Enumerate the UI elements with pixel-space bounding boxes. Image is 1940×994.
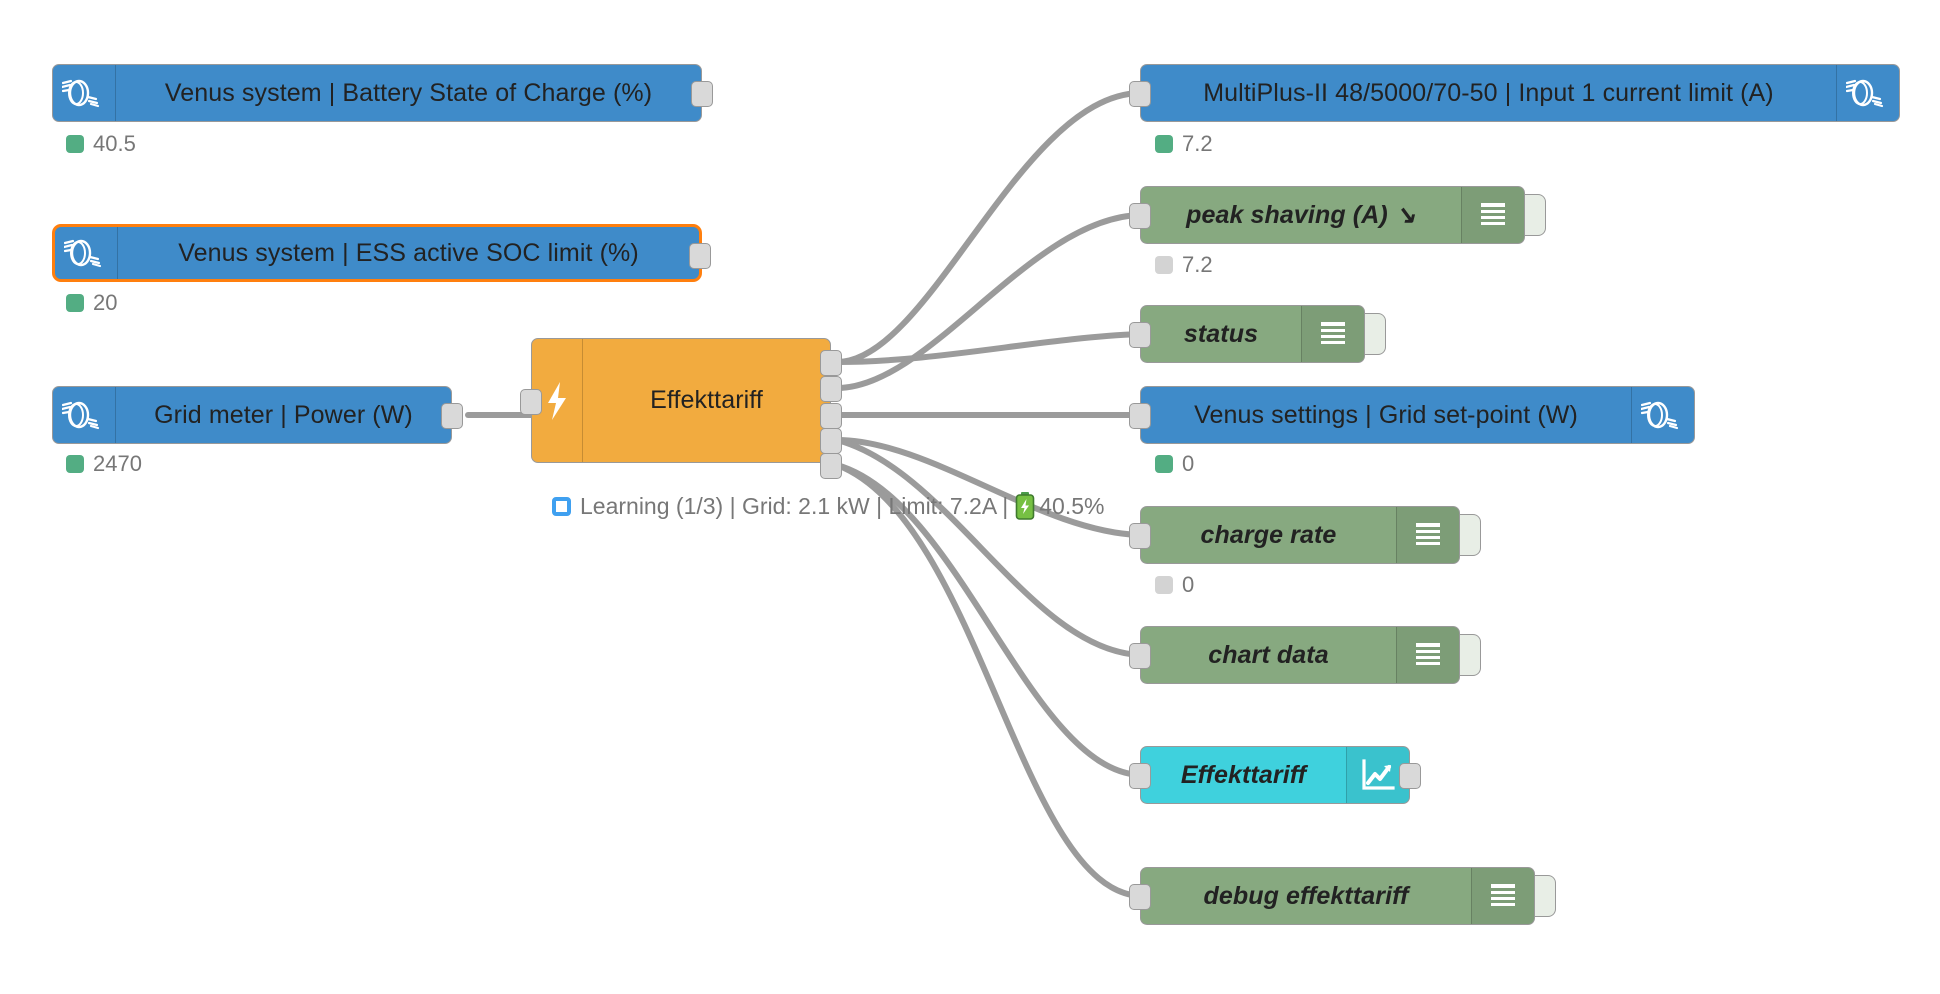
- victron-logo-icon: [1846, 79, 1884, 108]
- output-port-1[interactable]: [820, 376, 842, 402]
- battery-icon: [1015, 492, 1035, 520]
- input-port[interactable]: [1129, 203, 1151, 229]
- victron-logo-icon: [1641, 401, 1679, 430]
- victron-logo-icon: [1836, 65, 1899, 121]
- blue-square-icon: [552, 496, 571, 516]
- node-status-grid-setpoint: 0: [1155, 451, 1194, 477]
- victron-logo-icon: [1631, 387, 1694, 443]
- chart-trending-up-icon: [1362, 759, 1395, 790]
- node-status-battery-soc: 40.5: [66, 131, 136, 157]
- status-text: 40.5: [93, 131, 136, 156]
- input-port[interactable]: [1129, 403, 1151, 429]
- wire-out3-to-charge-rate: [834, 437, 1143, 538]
- node-status-effekttariff: Learning (1/3) | Grid: 2.1 kW | Limit: 7…: [552, 492, 1104, 520]
- victron-logo-icon: [53, 65, 116, 121]
- node-label: Effekttariff: [650, 386, 763, 414]
- node-ess-active-soc-limit[interactable]: Venus system | ESS active SOC limit (%): [52, 224, 711, 282]
- victron-logo-icon: [62, 401, 100, 430]
- victron-logo-icon: [55, 227, 118, 279]
- status-dot-icon: [1155, 455, 1173, 473]
- victron-logo-icon: [64, 239, 102, 268]
- node-label: Venus system | Battery State of Charge (…: [164, 78, 653, 107]
- node-debug-charge-rate[interactable]: charge rate: [1129, 506, 1481, 564]
- lightning-bolt-icon: [532, 339, 583, 462]
- node-status-charge-rate: 0: [1155, 572, 1194, 598]
- output-port-3[interactable]: [820, 428, 842, 454]
- input-port[interactable]: [1129, 763, 1151, 789]
- node-battery-state-of-charge[interactable]: Venus system | Battery State of Charge (…: [52, 64, 713, 122]
- input-port[interactable]: [1129, 322, 1151, 348]
- node-debug-status[interactable]: status: [1129, 305, 1386, 363]
- node-status-ess-soc-limit: 20: [66, 290, 117, 316]
- node-label: MultiPlus-II 48/5000/70-50 | Input 1 cur…: [1203, 78, 1774, 107]
- debug-bars-icon: [1471, 868, 1534, 924]
- input-port[interactable]: [520, 389, 542, 415]
- wire-out0-to-input-current-limit: [834, 90, 1143, 365]
- debug-bars-icon: [1301, 306, 1364, 362]
- debug-bars-icon: [1491, 884, 1515, 906]
- debug-bars-icon: [1416, 643, 1440, 665]
- node-label: Venus settings | Grid set-point (W): [1194, 400, 1578, 429]
- node-status-input-current-limit: 7.2: [1155, 131, 1213, 157]
- status-text: 7.2: [1182, 252, 1213, 277]
- node-label: chart data: [1208, 640, 1329, 669]
- victron-logo-icon: [62, 79, 100, 108]
- node-effekttariff-chart[interactable]: Effekttariff: [1129, 746, 1421, 804]
- wire-out4-to-debug-effekttariff: [834, 462, 1143, 899]
- node-label: peak shaving (A) ↘: [1186, 201, 1416, 229]
- output-port-2[interactable]: [820, 403, 842, 429]
- input-port[interactable]: [1129, 523, 1151, 549]
- node-debug-effekttariff[interactable]: debug effekttariff: [1129, 867, 1556, 925]
- status-dot-icon: [66, 455, 84, 473]
- status-dot-icon: [66, 135, 84, 153]
- debug-bars-icon: [1396, 627, 1459, 683]
- status-text: 0: [1182, 451, 1195, 476]
- node-label: Venus system | ESS active SOC limit (%): [178, 238, 639, 267]
- output-port-4[interactable]: [820, 453, 842, 479]
- wire-out3-to-chart-data: [834, 437, 1143, 658]
- chart-trending-up-icon: [1346, 747, 1409, 803]
- debug-bars-icon: [1416, 523, 1440, 545]
- victron-logo-icon: [53, 387, 116, 443]
- input-port[interactable]: [1129, 643, 1151, 669]
- status-dot-icon: [66, 294, 84, 312]
- wire-out2-to-status: [834, 331, 1143, 365]
- node-status-grid-meter: 2470: [66, 451, 142, 477]
- debug-bars-icon: [1461, 187, 1524, 243]
- status-text: Learning (1/3) | Grid: 2.1 kW | Limit: 7…: [580, 492, 1009, 519]
- output-port[interactable]: [1399, 763, 1421, 789]
- status-dot-icon: [1155, 576, 1173, 594]
- status-text: 0: [1182, 572, 1195, 597]
- node-status-peak-shaving: 7.2: [1155, 252, 1213, 278]
- node-debug-chart-data[interactable]: chart data: [1129, 626, 1481, 684]
- battery-icon: [1015, 492, 1035, 520]
- debug-bars-icon: [1481, 203, 1505, 225]
- status-text: 20: [93, 290, 118, 315]
- output-port[interactable]: [691, 81, 713, 107]
- lightning-bolt-icon: [548, 381, 566, 420]
- node-grid-meter-power[interactable]: Grid meter | Power (W): [52, 386, 463, 444]
- node-label: status: [1183, 319, 1259, 348]
- input-port[interactable]: [1129, 884, 1151, 910]
- node-label: charge rate: [1200, 520, 1337, 549]
- status-text: 7.2: [1182, 131, 1213, 156]
- status-battery-value: 40.5%: [1039, 492, 1105, 519]
- debug-bars-icon: [1321, 322, 1345, 344]
- input-port[interactable]: [1129, 81, 1151, 107]
- node-label: debug effekttariff: [1203, 881, 1409, 910]
- node-debug-peak-shaving[interactable]: peak shaving (A) ↘: [1129, 186, 1546, 244]
- output-port[interactable]: [441, 403, 463, 429]
- node-grid-set-point[interactable]: Venus settings | Grid set-point (W): [1129, 386, 1695, 444]
- node-input-1-current-limit[interactable]: MultiPlus-II 48/5000/70-50 | Input 1 cur…: [1129, 64, 1900, 122]
- output-port[interactable]: [689, 243, 711, 269]
- output-port-0[interactable]: [820, 350, 842, 376]
- node-effekttariff-function[interactable]: Effekttariff: [520, 338, 842, 479]
- status-dot-icon: [1155, 135, 1173, 153]
- status-text: 2470: [93, 451, 142, 476]
- node-label: Effekttariff: [1180, 760, 1307, 789]
- debug-bars-icon: [1396, 507, 1459, 563]
- node-label: Grid meter | Power (W): [154, 400, 413, 429]
- status-dot-icon: [1155, 256, 1173, 274]
- wire-out1-to-peak-shaving: [834, 212, 1143, 391]
